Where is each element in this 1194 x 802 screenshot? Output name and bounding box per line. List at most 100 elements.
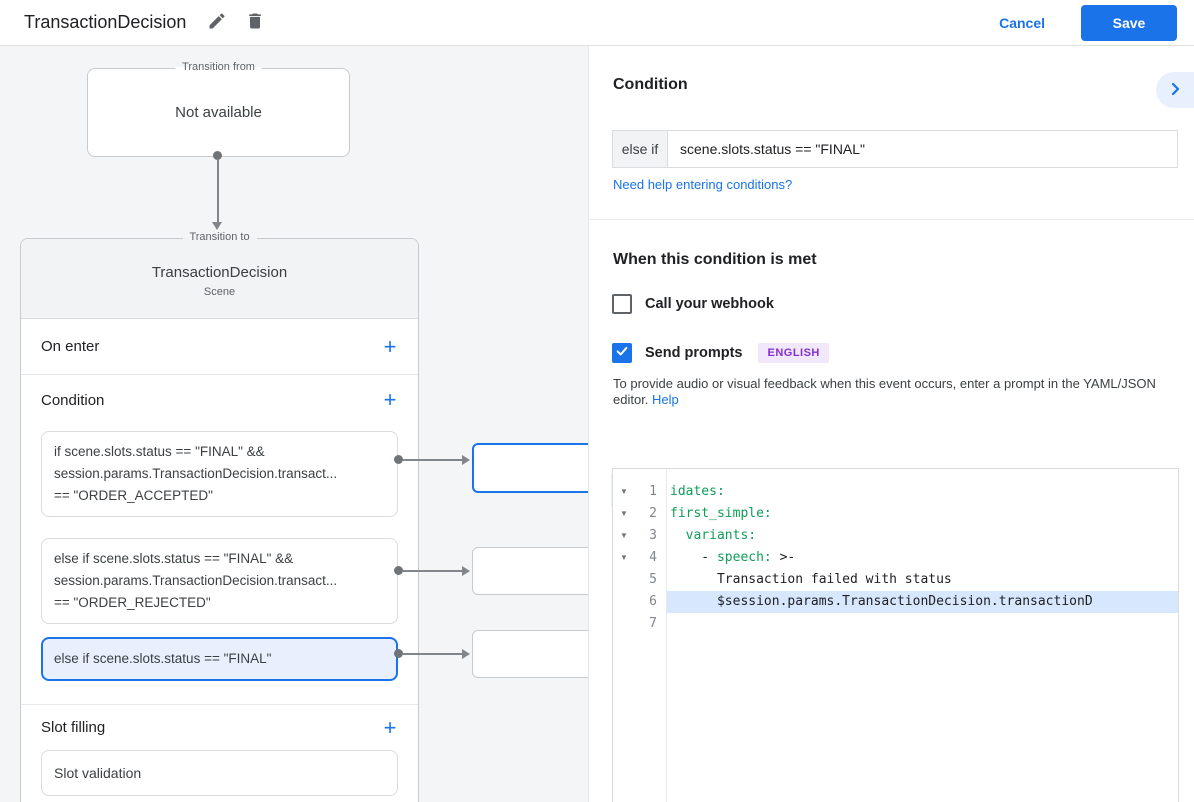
fold-cell: [613, 569, 635, 591]
connector-line: [403, 459, 462, 461]
flow-canvas: Transition from Not available Transition…: [0, 46, 588, 802]
code-line-3: ▼ 3 variants:: [613, 525, 1178, 547]
condition-line: == "ORDER_ACCEPTED": [54, 488, 213, 503]
transition-to-label: Transition to: [182, 231, 257, 243]
transition-from-value: Not available: [175, 104, 262, 121]
webhook-checkbox[interactable]: [612, 294, 632, 314]
transition-to-card: Transition to TransactionDecision Scene …: [20, 231, 419, 802]
transition-from-box[interactable]: Transition from Not available: [87, 61, 350, 157]
language-badge: ENGLISH: [758, 343, 829, 363]
scene-card-header[interactable]: TransactionDecision Scene: [21, 239, 418, 319]
code-line-1: ▼ 1 idates:: [613, 481, 1178, 503]
fold-arrow-icon[interactable]: ▼: [620, 509, 628, 518]
condition-help-link[interactable]: Need help entering conditions?: [613, 177, 793, 192]
code-line-2: ▼ 2 first_simple:: [613, 503, 1178, 525]
panel-heading: Condition: [613, 76, 688, 93]
condition-detail-panel: Condition else if Need help entering con…: [588, 46, 1194, 802]
add-slot-button[interactable]: +: [376, 714, 404, 742]
code-token: -: [670, 550, 717, 565]
scene-card-subtitle: Scene: [203, 286, 236, 298]
code-text: idates:: [666, 481, 1178, 503]
code-line-6-highlighted: 6 $session.params.TransactionDecision.tr…: [613, 591, 1178, 613]
fold-cell: [613, 613, 635, 635]
arrow-down-icon: [212, 222, 222, 230]
target-scene-box[interactable]: [472, 547, 588, 595]
code-text: first_simple:: [666, 503, 1178, 525]
fold-arrow-icon[interactable]: ▼: [620, 553, 628, 562]
condition-item-final-selected[interactable]: else if scene.slots.status == "FINAL": [41, 637, 398, 681]
target-scene-box[interactable]: [472, 630, 588, 678]
connector-line: [217, 160, 219, 222]
add-condition-button[interactable]: +: [376, 386, 404, 414]
code-token: $session.params.TransactionDecision.tran…: [670, 594, 1093, 609]
pencil-icon: [207, 11, 227, 34]
line-number: 6: [649, 594, 657, 609]
line-number: 1: [649, 484, 657, 499]
code-text: Transaction failed with status: [666, 569, 1178, 591]
code-text: variants:: [666, 525, 1178, 547]
code-token-key: variants:: [685, 528, 757, 543]
connector-line: [403, 570, 462, 572]
code-token-key: first_simple:: [670, 506, 772, 521]
collapse-panel-button[interactable]: [1156, 72, 1194, 108]
trash-icon: [245, 11, 265, 34]
panel-divider: [589, 219, 1194, 220]
line-number: 7: [649, 616, 657, 631]
prompt-description: To provide audio or visual feedback when…: [613, 376, 1183, 408]
code-text: $session.params.TransactionDecision.tran…: [666, 591, 1178, 613]
fold-arrow-icon[interactable]: ▼: [620, 531, 628, 540]
arrow-right-icon: [462, 455, 470, 465]
slot-validation-item[interactable]: Slot validation: [41, 750, 398, 796]
webhook-option-row: Call your webhook: [612, 294, 774, 314]
code-line-5: 5 Transaction failed with status: [613, 569, 1178, 591]
connector-line: [403, 653, 462, 655]
checkmark-icon: [615, 344, 629, 363]
code-text: [666, 613, 1178, 635]
arrow-right-icon: [462, 649, 470, 659]
condition-line: else if scene.slots.status == "FINAL": [54, 651, 272, 666]
fold-arrow-icon[interactable]: ▼: [620, 487, 628, 496]
condition-expression-input[interactable]: [668, 131, 1177, 167]
on-enter-label: On enter: [41, 338, 100, 355]
code-token-key: speech:: [716, 550, 772, 565]
condition-item-order-accepted[interactable]: if scene.slots.status == "FINAL" && sess…: [41, 431, 398, 517]
arrow-right-icon: [462, 566, 470, 576]
code-token: [670, 528, 686, 543]
prompt-description-text: To provide audio or visual feedback when…: [613, 376, 1156, 407]
help-link[interactable]: Help: [652, 392, 679, 407]
send-prompts-label: Send prompts: [645, 345, 743, 361]
target-scene-box-selected[interactable]: [472, 443, 588, 493]
slot-filling-section-heading: Slot filling +: [21, 705, 418, 750]
condition-line: session.params.TransactionDecision.trans…: [54, 573, 338, 588]
on-enter-section: On enter +: [21, 319, 418, 375]
condition-line: if scene.slots.status == "FINAL" &&: [54, 444, 265, 459]
code-text: - speech: >-: [666, 547, 1178, 569]
edit-title-button[interactable]: [204, 10, 230, 36]
delete-scene-button[interactable]: [242, 10, 268, 36]
when-condition-heading: When this condition is met: [613, 251, 817, 268]
send-prompts-option-row: Send prompts ENGLISH: [612, 343, 829, 363]
cancel-button[interactable]: Cancel: [999, 15, 1045, 31]
slot-filling-label: Slot filling: [41, 719, 106, 736]
code-token: >-: [771, 550, 796, 565]
add-on-enter-button[interactable]: +: [376, 333, 404, 361]
condition-line: == "ORDER_REJECTED": [54, 595, 211, 610]
gutter-separator: [666, 469, 667, 802]
code-line-7: 7: [613, 613, 1178, 635]
line-number: 5: [649, 572, 657, 587]
condition-section-heading: Condition +: [21, 375, 418, 425]
yaml-code-editor[interactable]: ▼ 1 idates: ▼ 2 first_simple: ▼ 3 varian…: [612, 468, 1179, 802]
line-number: 3: [649, 528, 657, 543]
scene-card-title: TransactionDecision: [151, 264, 288, 281]
page-title: TransactionDecision: [24, 12, 187, 32]
chevron-right-icon: [1167, 81, 1183, 100]
transition-from-label: Transition from: [175, 61, 262, 73]
send-prompts-checkbox[interactable]: [612, 343, 632, 363]
save-button[interactable]: Save: [1081, 5, 1177, 41]
line-number: 4: [649, 550, 657, 565]
condition-item-order-rejected[interactable]: else if scene.slots.status == "FINAL" &&…: [41, 538, 398, 624]
connector-dot: [394, 566, 403, 575]
section-divider: [21, 681, 418, 705]
top-bar: TransactionDecision Cancel Save: [0, 0, 1194, 46]
condition-prefix: else if: [613, 131, 668, 167]
